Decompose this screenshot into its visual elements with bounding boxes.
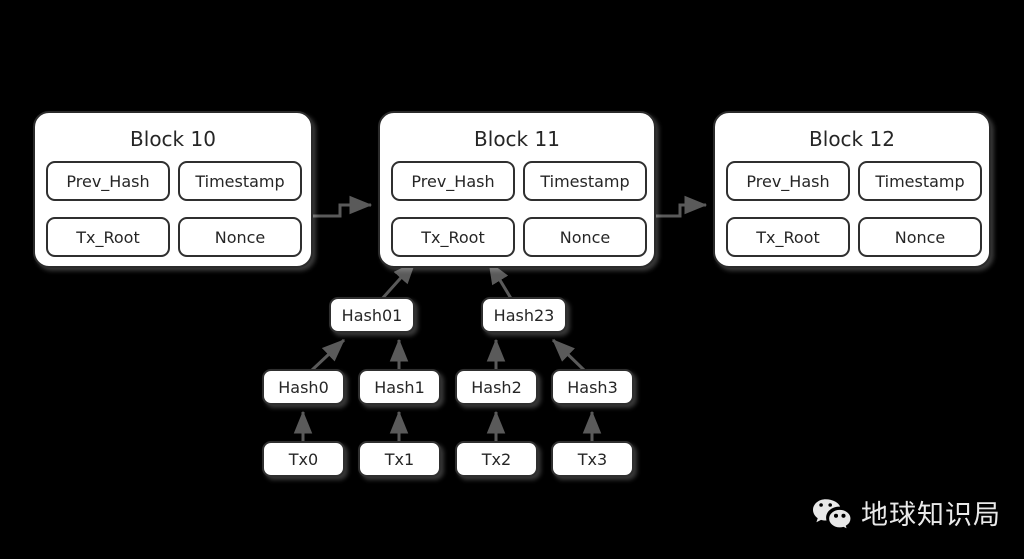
block-field-tx-root[interactable]: Tx_Root: [726, 217, 850, 257]
connector-block11-to-block12: [656, 195, 708, 218]
merkle-node-hash3[interactable]: Hash3: [551, 369, 634, 405]
watermark: 地球知识局: [812, 498, 1001, 532]
block-field-tx-root[interactable]: Tx_Root: [391, 217, 515, 257]
block-card-10[interactable]: Block 10 Prev_Hash Timestamp Tx_Root Non…: [33, 111, 313, 268]
block-field-nonce[interactable]: Nonce: [523, 217, 647, 257]
block-card-12[interactable]: Block 12 Prev_Hash Timestamp Tx_Root Non…: [713, 111, 991, 268]
block-card-11[interactable]: Block 11 Prev_Hash Timestamp Tx_Root Non…: [378, 111, 656, 268]
connector-hash0-to-hash01: [310, 338, 346, 372]
block-field-timestamp[interactable]: Timestamp: [858, 161, 982, 201]
transaction-node-tx1[interactable]: Tx1: [358, 441, 441, 477]
merkle-node-hash01[interactable]: Hash01: [329, 297, 415, 333]
merkle-node-hash2[interactable]: Hash2: [455, 369, 538, 405]
wechat-logo-icon: [812, 498, 852, 532]
block-field-timestamp[interactable]: Timestamp: [523, 161, 647, 201]
block-title: Block 12: [809, 127, 895, 151]
block-title: Block 11: [474, 127, 560, 151]
connector-hash3-to-hash23: [551, 338, 586, 372]
watermark-text: 地球知识局: [861, 499, 1001, 531]
block-field-prev-hash[interactable]: Prev_Hash: [46, 161, 170, 201]
block-title: Block 10: [130, 127, 216, 151]
block-field-prev-hash[interactable]: Prev_Hash: [726, 161, 850, 201]
merkle-node-hash0[interactable]: Hash0: [262, 369, 345, 405]
merkle-node-hash1[interactable]: Hash1: [358, 369, 441, 405]
block-field-timestamp[interactable]: Timestamp: [178, 161, 302, 201]
connector-block10-to-block11: [313, 195, 373, 218]
block-field-nonce[interactable]: Nonce: [858, 217, 982, 257]
block-field-nonce[interactable]: Nonce: [178, 217, 302, 257]
transaction-node-tx2[interactable]: Tx2: [455, 441, 538, 477]
block-field-tx-root[interactable]: Tx_Root: [46, 217, 170, 257]
block-field-prev-hash[interactable]: Prev_Hash: [391, 161, 515, 201]
transaction-node-tx3[interactable]: Tx3: [551, 441, 634, 477]
merkle-node-hash23[interactable]: Hash23: [481, 297, 567, 333]
transaction-node-tx0[interactable]: Tx0: [262, 441, 345, 477]
